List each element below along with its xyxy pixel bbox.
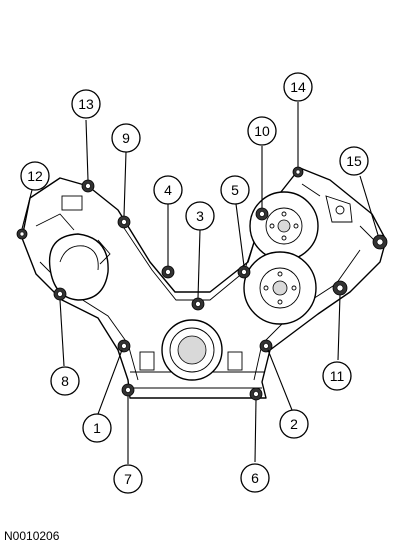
bolts [16, 166, 388, 401]
figure-reference-code: N0010206 [4, 529, 60, 543]
callout-8: 8 [50, 366, 80, 396]
bolt-12 [16, 228, 28, 240]
upper-pulley [249, 191, 319, 261]
bolt-10 [255, 207, 269, 221]
svg-text:1: 1 [93, 420, 101, 436]
svg-text:14: 14 [290, 79, 306, 95]
bolt-5 [237, 265, 251, 279]
leader-11 [337, 294, 341, 361]
bolt-1 [117, 339, 131, 353]
leader-1 [97, 349, 123, 415]
svg-text:4: 4 [164, 182, 172, 198]
svg-text:2: 2 [290, 416, 298, 432]
bolt-9 [117, 215, 131, 229]
bolt-8 [53, 287, 67, 301]
bolt-6 [249, 387, 263, 401]
right-bracket [301, 183, 375, 241]
callout-15: 15 [339, 146, 369, 176]
bolt-3 [191, 297, 205, 311]
leader-13 [85, 119, 89, 181]
callout-9: 9 [111, 123, 141, 153]
leader-2 [267, 349, 293, 411]
svg-text:13: 13 [78, 96, 94, 112]
svg-text:11: 11 [330, 368, 345, 384]
leader-15 [359, 175, 379, 236]
lower-pulley [243, 251, 317, 325]
callout-12: 12 [20, 161, 50, 191]
callout-14: 14 [283, 72, 313, 102]
leader-5 [235, 203, 245, 267]
callout-5: 5 [220, 175, 250, 205]
svg-text:9: 9 [122, 130, 130, 146]
callout-4: 4 [153, 175, 183, 205]
leader-6 [254, 399, 257, 463]
callout-11: 11 [322, 361, 352, 391]
bolt-11 [332, 280, 348, 296]
svg-text:8: 8 [61, 373, 69, 389]
svg-text:6: 6 [251, 470, 259, 486]
left-housing [35, 195, 111, 301]
callout-7: 7 [113, 464, 143, 494]
callout-10: 10 [247, 116, 277, 146]
bolt-4 [161, 265, 175, 279]
callout-3: 3 [185, 201, 215, 231]
callout-6: 6 [240, 463, 270, 493]
callout-13: 13 [71, 89, 101, 119]
callouts: 1 2 3 4 5 6 7 8 9 10 11 12 13 14 15 [20, 72, 369, 494]
leader-3 [197, 229, 201, 299]
bolt-13 [81, 179, 95, 193]
svg-text:5: 5 [231, 182, 239, 198]
bolt-14 [292, 166, 304, 178]
leader-8 [59, 299, 65, 367]
svg-text:3: 3 [196, 208, 204, 224]
svg-text:10: 10 [254, 123, 270, 139]
svg-text:12: 12 [27, 168, 43, 184]
bolt-2 [259, 339, 273, 353]
bolt-15 [372, 234, 388, 250]
bolt-7 [121, 383, 135, 397]
callout-1: 1 [82, 413, 112, 443]
leader-9 [123, 151, 127, 217]
leader-12 [21, 189, 33, 230]
callout-2: 2 [279, 409, 309, 439]
svg-text:15: 15 [346, 153, 362, 169]
svg-text:7: 7 [124, 471, 132, 487]
crankshaft-seal [139, 319, 243, 381]
leader-lines [21, 102, 379, 464]
